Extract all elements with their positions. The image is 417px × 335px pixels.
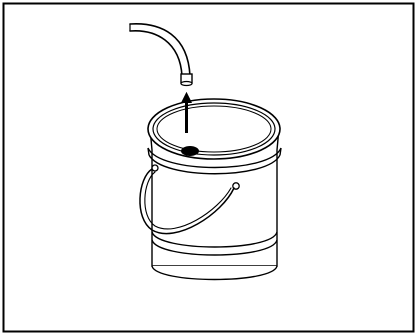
up-arrow-over-lid: [181, 92, 192, 133]
pail-handle: [139, 164, 240, 235]
pail-lid: [147, 98, 281, 160]
lid-opening: [181, 146, 199, 156]
hose-icon: [129, 23, 193, 87]
